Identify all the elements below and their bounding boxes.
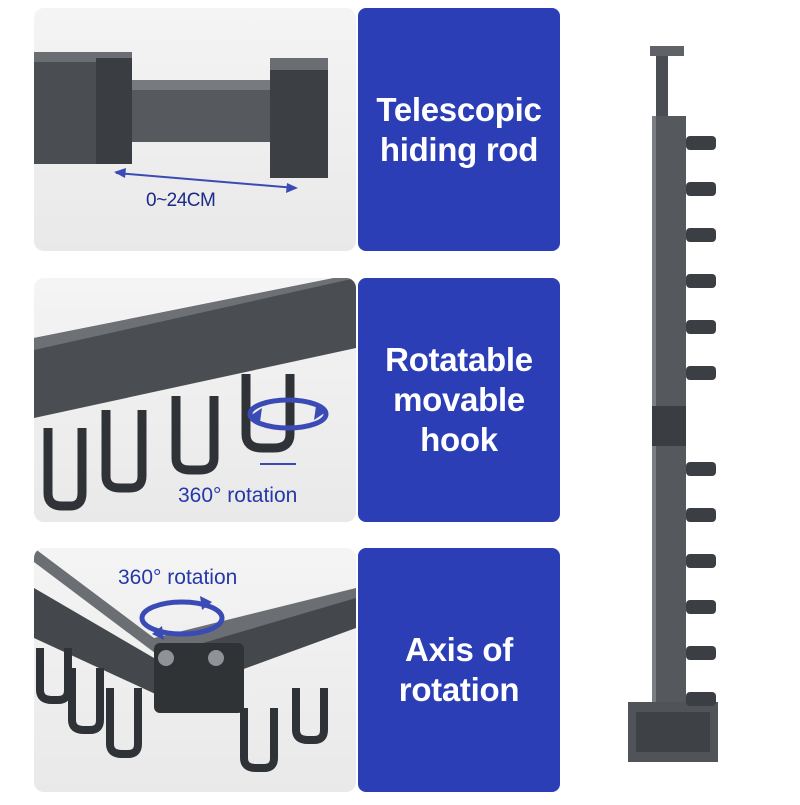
feature-label-telescopic: Telescopic hiding rod <box>376 90 542 168</box>
pivot-joint-photo: 360° rotation <box>34 548 356 792</box>
feature-label-axis: Axis of rotation <box>398 631 520 708</box>
extension-range-label: 0~24CM <box>146 190 216 211</box>
telescopic-rod-drawing <box>34 52 328 193</box>
feature-panel-axis: Axis of rotation <box>358 548 560 792</box>
feature-panel-telescopic: Telescopic hiding rod <box>358 8 560 251</box>
feature-label-hook: Rotatable movable hook <box>385 341 533 458</box>
rotating-hooks-photo: 360° rotation <box>34 278 356 522</box>
telescopic-rod-photo: 0~24CM <box>34 8 356 251</box>
hook-rotation-caption: 360° rotation <box>178 484 298 507</box>
rack-drawing <box>628 46 718 762</box>
pivot-joint-drawing <box>34 548 356 772</box>
pivot-rotation-caption: 360° rotation <box>118 566 238 589</box>
feature-panel-hook: Rotatable movable hook <box>358 278 560 522</box>
folding-drying-rack-illustration <box>600 30 790 800</box>
rotating-hooks-drawing <box>34 278 356 511</box>
